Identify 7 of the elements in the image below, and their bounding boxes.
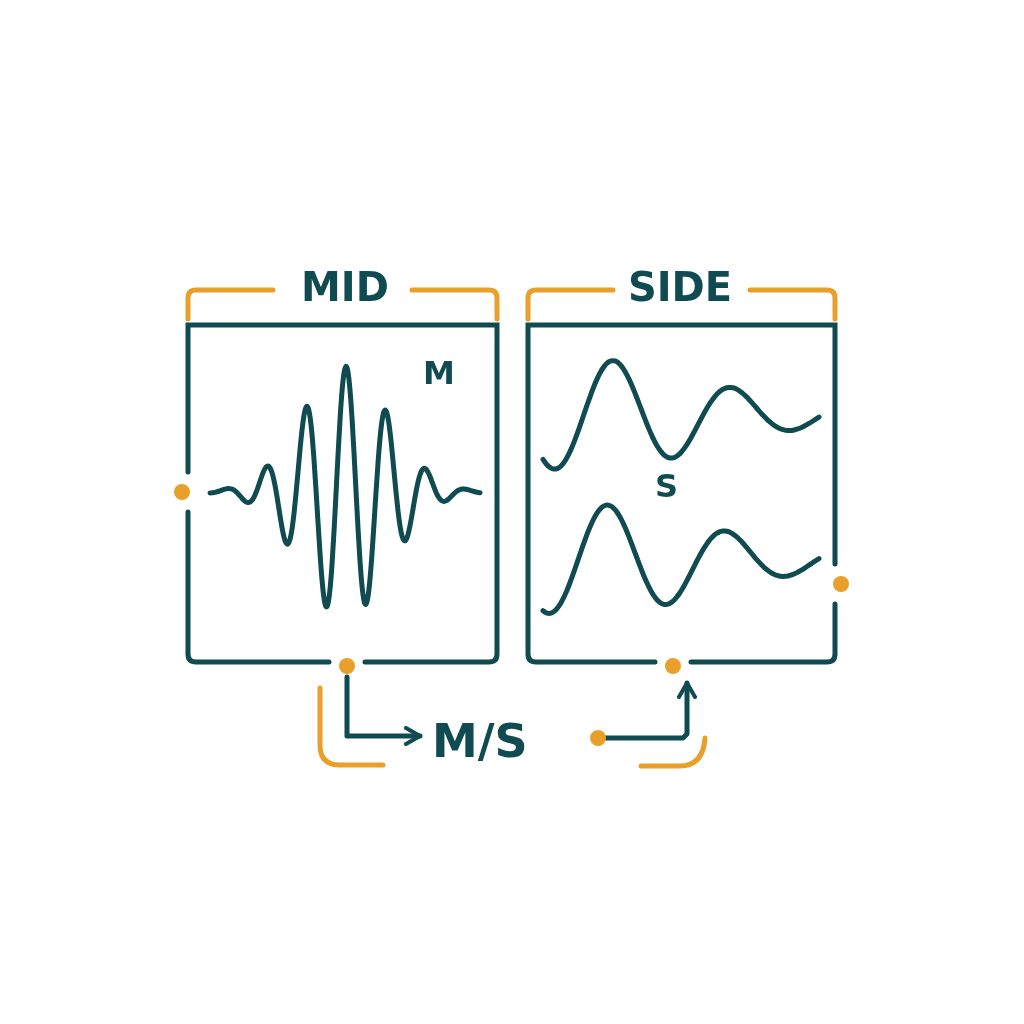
channel-label: M — [423, 357, 455, 389]
mode-label: M/S — [432, 718, 528, 764]
panel-heading: MID — [301, 267, 389, 307]
panel-heading: SIDE — [627, 267, 733, 307]
channel-label: S — [655, 470, 679, 502]
arrow — [603, 680, 697, 741]
arrow — [344, 674, 423, 746]
